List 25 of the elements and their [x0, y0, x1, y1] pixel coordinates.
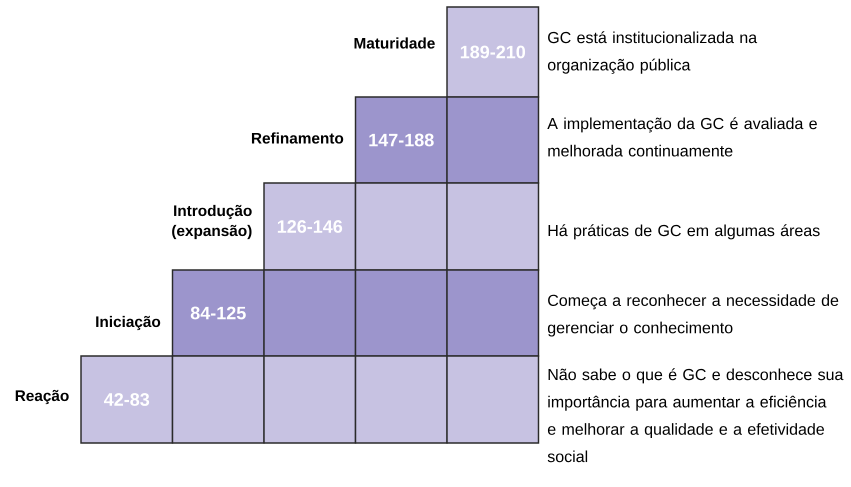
description-text: A implementação da GC é avaliada e melhorada continuamente	[547, 117, 817, 157]
grid-cell	[446, 355, 540, 444]
grid-cell	[354, 355, 448, 444]
description-text: Começa a reconhecer a necessidade de gerenciar o conhecimento	[548, 294, 838, 337]
grid-cell	[263, 355, 356, 444]
grid-cell	[354, 269, 448, 357]
grid-cell	[446, 269, 540, 357]
score-cell: 126-146	[263, 182, 356, 271]
grid-cell	[172, 355, 265, 444]
grid-cell	[446, 96, 540, 184]
stage-label: Refinamento	[252, 132, 344, 144]
grid-cell	[446, 182, 540, 271]
stage-label: Iniciação	[96, 316, 160, 330]
score-cell: 42-83	[80, 355, 174, 444]
score-cell: 147-188	[354, 96, 448, 184]
score-cell: 189-210	[446, 6, 540, 98]
stage-label: Reação	[16, 390, 69, 404]
stage-label: Introdução (expansão)	[172, 204, 252, 240]
grid-cell	[354, 182, 448, 271]
description-text: Não sabe o que é GC e desconhece sua importância para aumentar a eficiência e melhorar a qualidade e a efetividade social	[548, 368, 844, 462]
description-text: Há práticas de GC em algumas áreas	[548, 224, 820, 240]
description-text: GC está institucionalizada na organização pública	[548, 31, 758, 74]
score-cell: 84-125	[172, 269, 265, 357]
grid-cell	[263, 269, 356, 357]
stage-label: Maturidade	[354, 37, 435, 49]
